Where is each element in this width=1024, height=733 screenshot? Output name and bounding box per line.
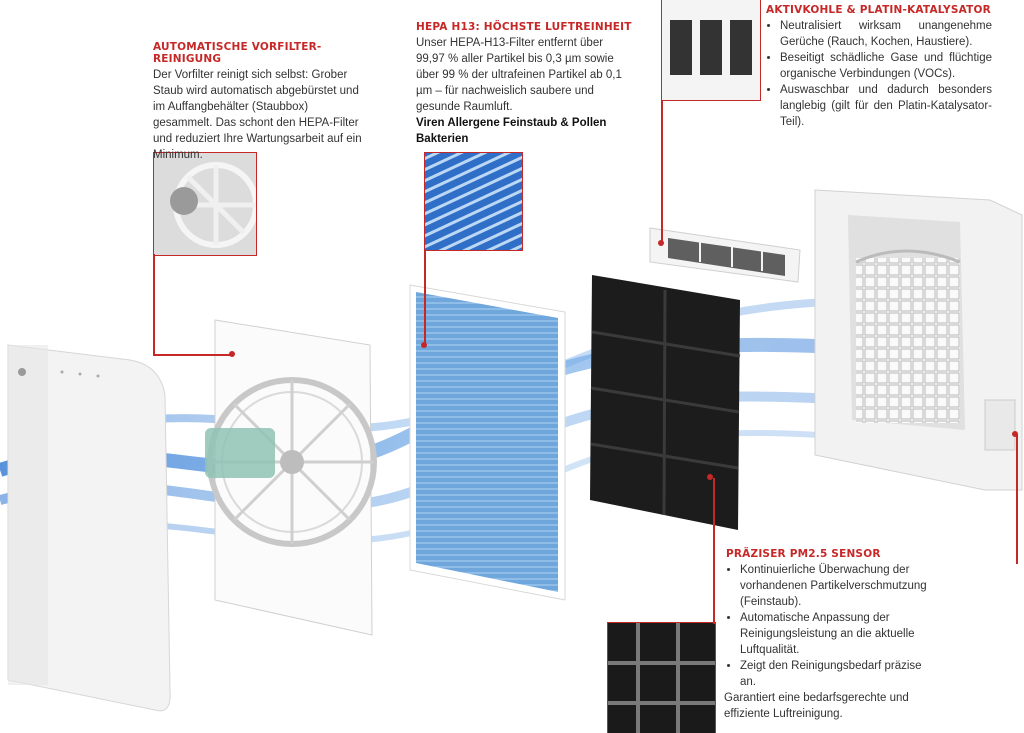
hepa-zoom-image [425,153,522,250]
sensor-bullets: Kontinuierliche Überwachung der vorhande… [726,562,936,690]
hepa-line: über 99 % der ultrafeinen Partikel ab 0,… [416,69,622,81]
prefilter-callout-line [153,254,155,354]
brand-logo-icon [18,368,26,376]
sensor-footer: Garantiert eine bedarfsgerechte und effi… [724,692,909,720]
carbon-zoom-box [661,0,761,101]
hepa-section: HEPA H13: HÖCHSTE LUFTREINHEIT Unser HEP… [416,21,641,147]
sensor-bullet: Zeigt den Reinigungsbedarf präzise an. [740,658,936,690]
prefilter-line: und reduziert Ihre Wartungsarbeit auf ei… [153,133,362,145]
hepa-title: HEPA H13: HÖCHSTE LUFTREINHEIT [416,21,632,33]
carbon-filter [590,275,741,530]
hepa-line: 99,97 % aller Partikel bis 0,3 µm sowie [416,53,614,65]
carbon-section: AKTIVKOHLE & PLATIN-KATALYSATOR Neutrali… [766,4,992,130]
sensor-zoom-image [608,623,715,733]
sensor-callout-line [713,478,715,624]
carbon-callout-dot-icon [658,240,664,246]
prefilter-callout-dot-icon [229,351,235,357]
sensor-bullet: Kontinuierliche Überwachung der vorhande… [740,562,936,610]
hepa-callout-dot-icon [421,342,427,348]
hepa-callout-line [424,249,426,344]
carbon-bullets: Neutralisiert wirksam unangenehme Gerüch… [766,18,992,130]
sensor-bullet: Automatische Anpassung der Reinigungslei… [740,610,936,658]
prefilter-section: AUTOMATISCHE VORFILTER-REINIGUNG Der Vor… [153,41,378,163]
sensor-body-line [1016,434,1018,564]
hepa-highlights: Viren Allergene Feinstaub & Pollen Bakte… [416,115,641,147]
prefilter-title: AUTOMATISCHE VORFILTER-REINIGUNG [153,41,322,65]
sensor-title: PRÄZISER PM2.5 SENSOR [726,548,881,560]
prefilter-zoom-box [153,152,257,256]
hepa-zoom-box [424,152,523,251]
sensor-body-dot-icon [1012,431,1018,437]
sensor-callout-dot-icon [707,474,713,480]
prefilter-line: Der Vorfilter reinigt sich selbst: Grobe… [153,69,348,81]
sensor-section: PRÄZISER PM2.5 SENSOR Kontinuierliche Üb… [724,548,936,722]
carbon-bullet: Beseitigt schädliche Gase und flüchtige … [780,50,992,82]
prefilter-zoom-image [154,153,256,255]
hepa-filter [409,284,566,601]
prefilter-callout-line-h [153,354,231,356]
catalyst-element [649,227,801,283]
purifier-body [814,189,1023,491]
carbon-bullet: Auswaschbar und dadurch besonders langle… [780,82,992,130]
hepa-bold-line: Bakterien [416,133,469,145]
carbon-bullet: Neutralisiert wirksam unangenehme Gerüch… [780,18,992,50]
hepa-line: µm – für nachweislich saubere und [416,85,594,97]
hepa-line: gesunde Raumluft. [416,101,513,113]
carbon-zoom-image [662,0,760,100]
hepa-bold-line: Viren Allergene Feinstaub & Pollen [416,117,607,129]
prefilter-line: gesammelt. Das schont den HEPA-Filter [153,117,359,129]
prefilter-line: Staub wird automatisch abgebürstet und [153,85,359,97]
prefilter-line: Minimum. [153,149,203,161]
front-panel [7,344,171,712]
prefilter-description: Der Vorfilter reinigt sich selbst: Grobe… [153,67,378,163]
carbon-callout-line [661,100,663,242]
prefilter-line: im Auffangbehälter (Staubbox) [153,101,309,113]
carbon-title: AKTIVKOHLE & PLATIN-KATALYSATOR [766,4,991,16]
sensor-zoom-box [607,622,716,733]
hepa-description: Unser HEPA-H13-Filter entfernt über 99,9… [416,35,641,115]
prefilter-frame [205,319,377,636]
hepa-line: Unser HEPA-H13-Filter entfernt über [416,37,604,49]
